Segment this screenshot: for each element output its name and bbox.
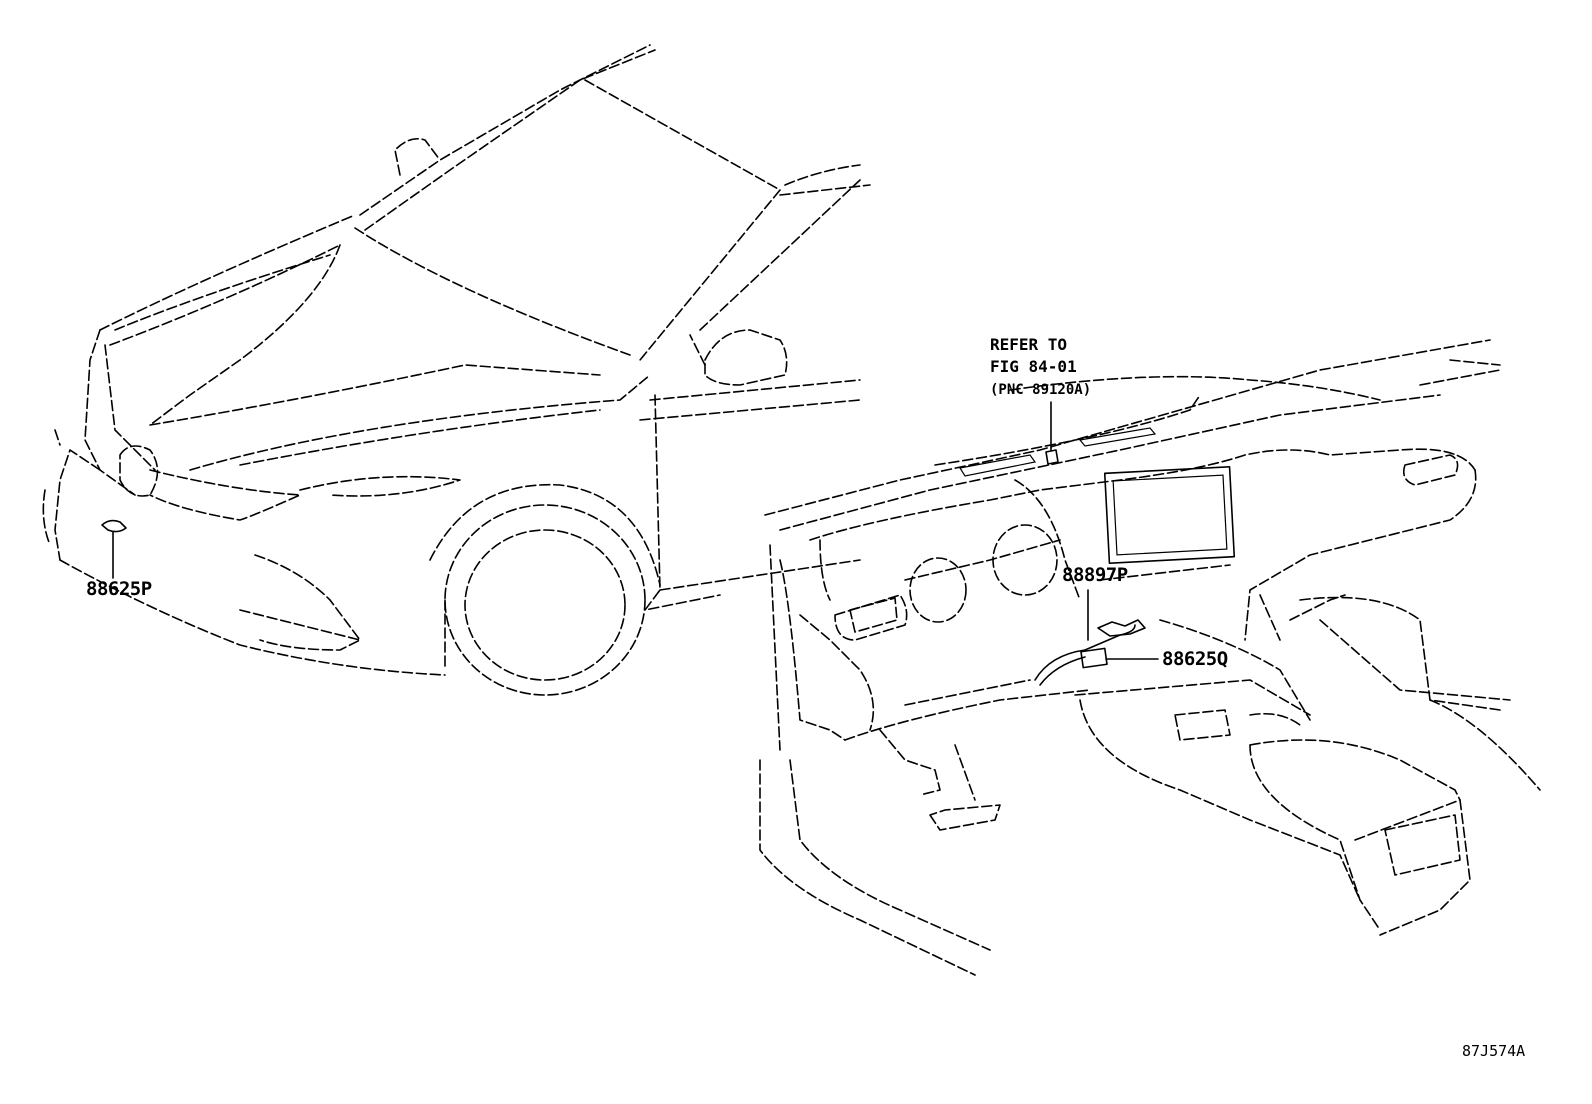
part-label-88625P[interactable]: 88625P xyxy=(86,578,152,600)
figure-code: 87J574A xyxy=(1462,1042,1526,1060)
part-label-88897P[interactable]: 88897P xyxy=(1062,564,1128,586)
refer-pnc-line: (PNC 89120A) xyxy=(990,382,1092,398)
car-exterior-drawing xyxy=(42,44,871,696)
refer-to-line: REFER TO xyxy=(990,335,1068,354)
refer-fig-link[interactable]: FIG 84-01 xyxy=(990,357,1077,376)
part-label-88625Q[interactable]: 88625Q xyxy=(1162,648,1228,670)
interior-drawing xyxy=(759,339,1541,976)
